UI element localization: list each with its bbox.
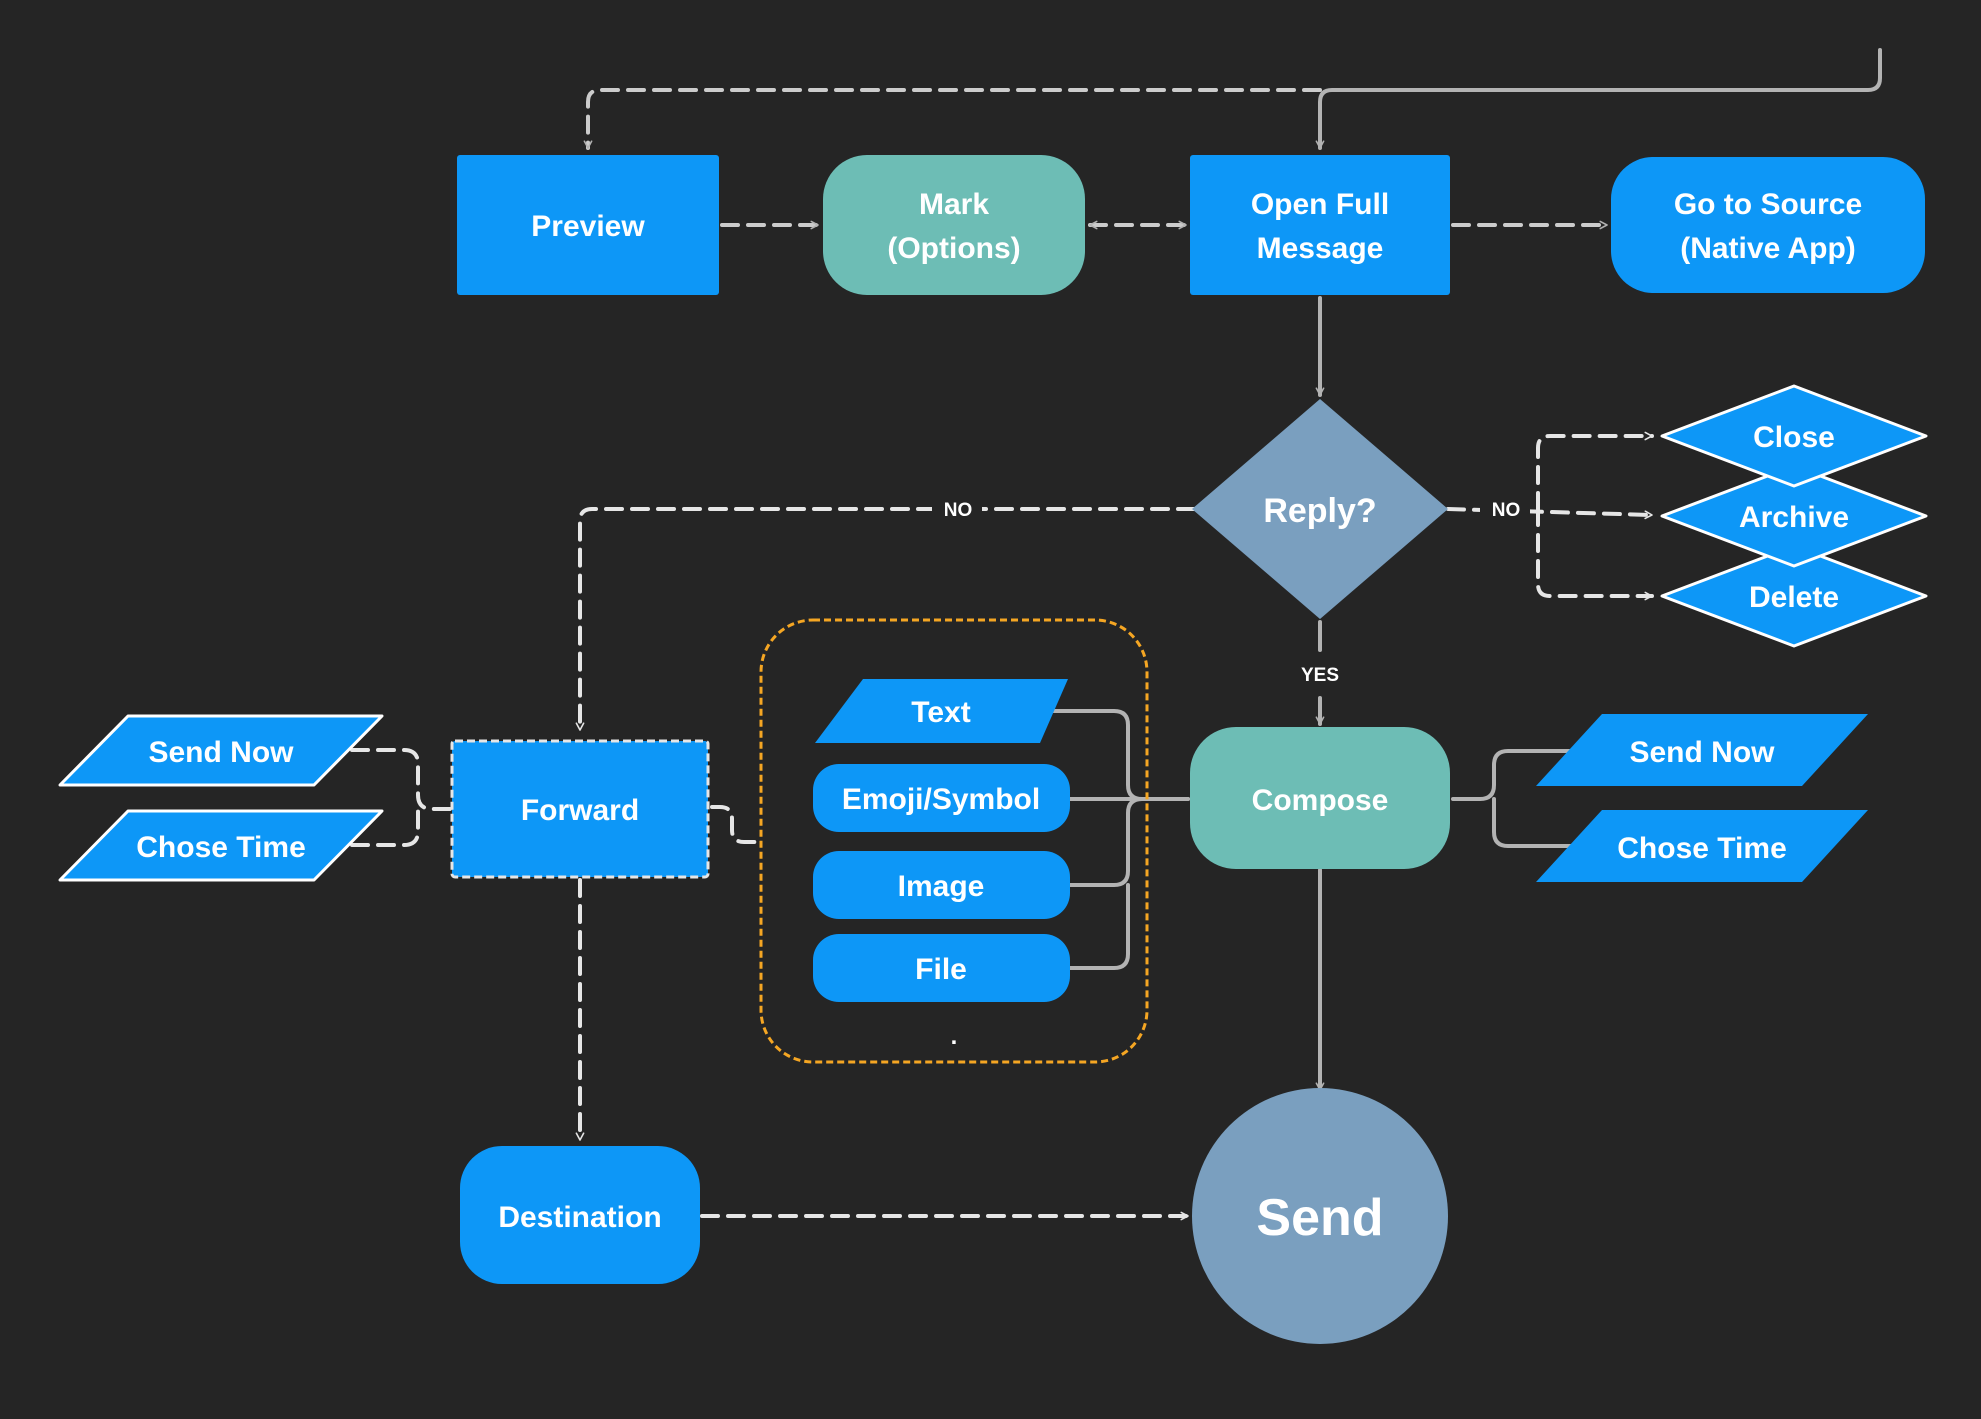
node-chose-time-left[interactable]: Chose Time (58, 809, 384, 882)
node-text-label: Text (911, 696, 970, 729)
edge-compose-to-send-now-right (1451, 749, 1574, 801)
node-file-label: File (915, 953, 967, 986)
node-compose-label: Compose (1252, 784, 1389, 817)
node-send-now-left[interactable]: Send Now (58, 714, 384, 787)
node-send-now-left-label: Send Now (148, 736, 294, 769)
edge-label-yes: YES (1301, 665, 1339, 686)
node-mark-options[interactable]: Mark (Options) (823, 155, 1085, 295)
node-text[interactable]: Text (815, 679, 1068, 743)
node-go-to-source-line1: Go to Source (1674, 188, 1862, 221)
node-emoji-symbol-label: Emoji/Symbol (842, 783, 1040, 816)
edge-label-no-left: NO (944, 500, 973, 521)
edge-reply-no-to-archive (1446, 507, 1654, 520)
node-file[interactable]: File (813, 934, 1070, 1002)
node-mark-label-line2: (Options) (887, 232, 1020, 265)
node-chose-time-left-label: Chose Time (136, 831, 306, 864)
node-open-full-message-line2: Message (1257, 232, 1384, 265)
content-type-group: . (759, 618, 1149, 1064)
edge-compose-to-chose-time-right (1492, 797, 1574, 848)
edge-reply-no-to-close (1536, 431, 1654, 511)
edge-reply-no-to-forward (575, 507, 1196, 732)
node-image[interactable]: Image (813, 851, 1070, 919)
edge-reply-no-to-delete (1536, 507, 1654, 601)
node-destination-label: Destination (498, 1201, 661, 1234)
node-mark-label-line1: Mark (919, 188, 989, 221)
node-send-now-right[interactable]: Send Now (1536, 714, 1868, 786)
edge-send-now-left-to-forward (350, 748, 452, 811)
node-send-now-right-label: Send Now (1629, 736, 1775, 769)
edge-forward-to-content-group (710, 805, 760, 844)
node-open-full-message-line1: Open Full (1251, 188, 1389, 221)
node-archive[interactable]: Archive (1660, 464, 1928, 568)
edge-label-no-right: NO (1492, 500, 1521, 521)
node-go-to-source-line2: (Native App) (1680, 232, 1856, 265)
node-preview[interactable]: Preview (457, 155, 719, 295)
edge-file-to-compose (1068, 883, 1130, 970)
node-delete-label: Delete (1749, 581, 1839, 614)
node-chose-time-right[interactable]: Chose Time (1536, 810, 1868, 882)
edge-top-to-open-full-message (1315, 48, 1882, 150)
node-reply-decision[interactable]: Reply? (1192, 399, 1448, 619)
node-chose-time-right-label: Chose Time (1617, 832, 1787, 865)
edges (350, 48, 1882, 1221)
node-forward-label: Forward (521, 794, 639, 827)
node-compose[interactable]: Compose (1190, 727, 1450, 869)
node-go-to-source[interactable]: Go to Source (Native App) (1611, 157, 1925, 293)
node-forward[interactable]: Forward (450, 739, 710, 879)
node-send-label: Send (1256, 1189, 1383, 1247)
content-group-dot: . (951, 1023, 958, 1050)
node-delete[interactable]: Delete (1660, 544, 1928, 648)
node-emoji-symbol[interactable]: Emoji/Symbol (813, 764, 1070, 832)
edge-labels: NO NO YES (932, 494, 1530, 686)
node-archive-label: Archive (1739, 501, 1849, 534)
node-destination[interactable]: Destination (460, 1146, 700, 1284)
edge-top-to-preview (583, 88, 1322, 150)
edge-chose-time-left-to-forward (350, 807, 420, 847)
node-close[interactable]: Close (1660, 384, 1928, 488)
node-close-label: Close (1753, 421, 1835, 454)
edge-image-to-compose (1068, 797, 1144, 887)
node-open-full-message[interactable]: Open Full Message (1190, 155, 1450, 295)
node-preview-label: Preview (531, 210, 645, 243)
node-send[interactable]: Send (1192, 1088, 1448, 1344)
node-reply-label: Reply? (1263, 492, 1376, 530)
node-image-label: Image (898, 870, 985, 903)
